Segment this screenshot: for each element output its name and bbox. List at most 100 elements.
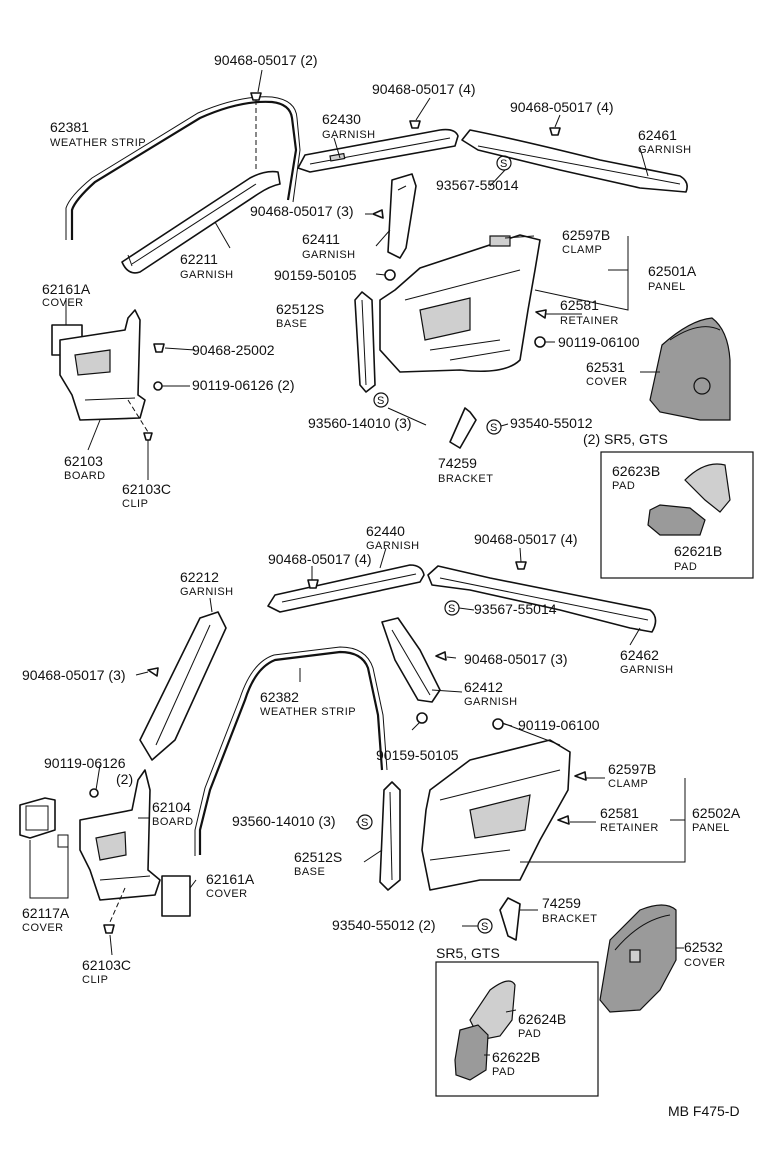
label-62430: 62430 (322, 111, 361, 127)
label-62597B: 62597B (562, 227, 610, 243)
label-62532: 62532 (684, 939, 723, 955)
label-garnish: GARNISH (180, 586, 234, 598)
label-62161A: 62161A (42, 281, 91, 297)
dash-line (127, 399, 149, 433)
label-93560-14010-3: 93560-14010 (3) (308, 415, 412, 431)
clip-icon (153, 343, 165, 353)
label-62117A: 62117A (22, 905, 70, 921)
s-clip-symbol: S (373, 392, 389, 408)
screw-icon (153, 381, 163, 391)
label-cover: COVER (684, 957, 726, 969)
cover-62532 (599, 904, 677, 1013)
label-62411: 62411 (302, 231, 340, 247)
label-clip: CLIP (82, 974, 108, 986)
label-garnish: GARNISH (464, 696, 518, 708)
pad-62623B (684, 463, 731, 513)
garnish-62440 (267, 564, 425, 613)
label-retainer: RETAINER (560, 315, 619, 327)
label-panel: PANEL (692, 822, 730, 834)
clip-icon (535, 309, 547, 319)
label-62501A: 62501A (648, 263, 697, 279)
svg-text:S: S (481, 921, 489, 933)
label-62161A: 62161A (206, 871, 255, 887)
label-62462: 62462 (620, 647, 659, 663)
board-62103 (59, 309, 146, 421)
leader-lines (65, 69, 660, 480)
label-clamp: CLAMP (608, 778, 648, 790)
board-62104 (79, 769, 161, 901)
label-62461: 62461 (638, 127, 677, 143)
clip-icon (557, 815, 570, 825)
pad-62621B (647, 504, 706, 536)
label-90468-05017-2: 90468-05017 (2) (214, 52, 318, 68)
garnish-62411 (387, 173, 417, 259)
label-62381: 62381 (50, 119, 89, 135)
figure-code: MB F475-D (668, 1103, 740, 1119)
clip-icon (372, 209, 384, 219)
label-90159-50105: 90159-50105 (274, 267, 357, 283)
label-93560-14010-3: 93560-14010 (3) (232, 813, 336, 829)
label-62622B: 62622B (492, 1049, 540, 1065)
label-base: BASE (276, 318, 307, 330)
label-sr5-gts-lower: SR5, GTS (436, 945, 500, 961)
garnish-62461 (461, 129, 688, 193)
weather-strip-62382 (194, 646, 388, 856)
garnish-62211 (121, 170, 281, 274)
pad-62624B (469, 980, 516, 1041)
label-62624B: 62624B (518, 1011, 566, 1027)
label-90119-06126: 90119-06126 (44, 755, 126, 771)
screw-icon (492, 718, 504, 730)
label-62581: 62581 (560, 297, 599, 313)
label-90119-06126-2: 90119-06126 (2) (192, 377, 294, 393)
clip-icon (515, 561, 527, 570)
cover-62117A (19, 797, 69, 848)
label-62440: 62440 (366, 523, 405, 539)
label-pad: PAD (674, 561, 697, 573)
label-93540-55012-2: 93540-55012 (2) (332, 917, 436, 933)
weather-strip-62381 (65, 96, 301, 240)
label-90468-05017-4-a: 90468-05017 (4) (372, 81, 476, 97)
s-clip-symbol: S (486, 419, 502, 435)
label-62512S: 62512S (294, 849, 342, 865)
label-bracket: BRACKET (438, 473, 493, 485)
clip-icon (250, 92, 262, 101)
label-weather-strip: WEATHER STRIP (260, 706, 356, 718)
label-sr5-gts: (2) SR5, GTS (583, 431, 668, 447)
s-clip-symbol: S (477, 918, 493, 934)
s-clip-symbol: S (357, 814, 373, 830)
label-62623B: 62623B (612, 463, 660, 479)
label-garnish: GARNISH (302, 249, 356, 261)
label-90119-06100: 90119-06100 (518, 717, 600, 733)
label-cover: COVER (42, 297, 84, 309)
panel-62501A (379, 234, 541, 373)
label-bracket: BRACKET (542, 913, 597, 925)
label-cover: COVER (586, 376, 628, 388)
clip-icon (435, 651, 447, 661)
bracket-74259 (449, 407, 477, 449)
label-62104: 62104 (152, 799, 191, 815)
label-62597B: 62597B (608, 761, 656, 777)
clip-icon (307, 579, 319, 589)
label-weather-strip: WEATHER STRIP (50, 137, 146, 149)
label-93567-55014: 93567-55014 (436, 177, 519, 193)
s-clip-symbol: S (496, 155, 512, 171)
clip-icon (143, 432, 153, 441)
label-90468-05017-4-c: 90468-05017 (4) (268, 551, 372, 567)
label-90468-05017-3: 90468-05017 (3) (250, 203, 354, 219)
svg-text:S: S (500, 158, 508, 170)
garnish-62462 (427, 565, 657, 633)
svg-text:S: S (377, 395, 385, 407)
label-62512S: 62512S (276, 301, 324, 317)
label-garnish: GARNISH (638, 144, 692, 156)
label-board: BOARD (152, 816, 194, 828)
screw-icon (416, 712, 428, 724)
label-pad: PAD (518, 1028, 541, 1040)
label-62103: 62103 (64, 453, 103, 469)
label-pad: PAD (492, 1066, 515, 1078)
label-93540-55012: 93540-55012 (510, 415, 593, 431)
callout-labels: 90468-05017 (2) 90468-05017 (4) 90468-05… (22, 52, 741, 1119)
leader-lines (29, 547, 686, 1056)
label-62212: 62212 (180, 569, 219, 585)
screw-icon (89, 788, 99, 798)
label-base: BASE (294, 866, 325, 878)
